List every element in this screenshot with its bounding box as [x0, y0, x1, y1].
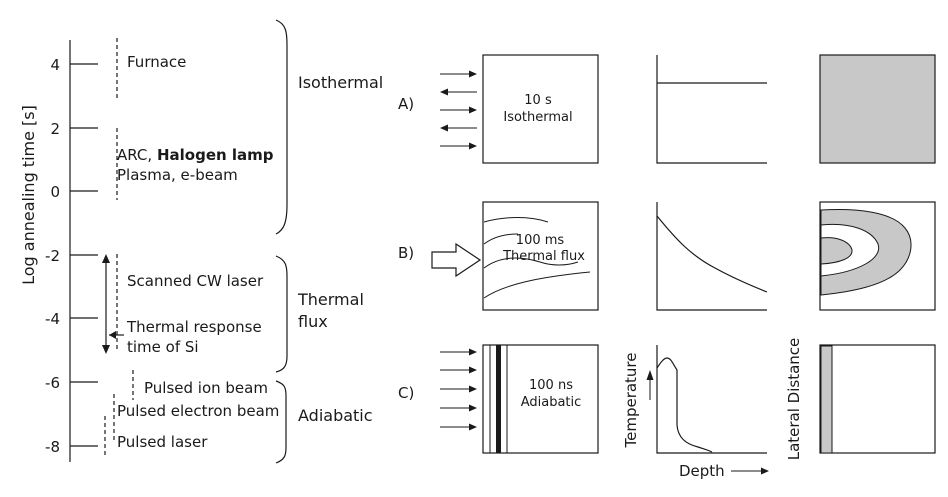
- arrow-head-up: [102, 254, 110, 263]
- pointer-head: [109, 331, 116, 339]
- row-b-heated-contours: [820, 209, 912, 296]
- lateral-axis-label: Lateral Distance: [785, 338, 803, 461]
- adiabatic-label: Adiabatic: [298, 406, 373, 425]
- arrow-head: [469, 366, 477, 374]
- row-a-temperature-profile: [656, 55, 767, 164]
- isothermal-label: Isothermal: [298, 73, 383, 92]
- arrow-head: [469, 404, 477, 412]
- profile-axes: [656, 202, 767, 311]
- isothermal-brace: [275, 19, 288, 235]
- depth-axis-label: Depth: [679, 462, 725, 480]
- row-a-mode: Isothermal: [503, 110, 572, 125]
- arc-label: ARC,: [117, 146, 157, 164]
- row-b-time: 100 ms: [516, 233, 565, 248]
- row-a-letter: A): [398, 95, 414, 113]
- isotherm: [483, 217, 549, 223]
- row-b-mode: Thermal flux: [502, 249, 585, 264]
- arrow-head: [440, 88, 448, 96]
- arrow-head: [469, 385, 477, 393]
- arrow-head: [469, 348, 477, 356]
- thermal-flux-brace: [275, 255, 288, 373]
- arrow-head: [440, 124, 448, 132]
- profile-curve: [656, 357, 713, 453]
- row-c-letter: C): [398, 384, 414, 402]
- row-c-lateral-box: [819, 344, 936, 454]
- arrow-head: [469, 106, 477, 114]
- tick-label: -6: [45, 374, 60, 392]
- isotherm: [483, 233, 519, 245]
- row-c-time: 100 ns: [529, 378, 573, 393]
- isotherm: [483, 271, 591, 299]
- row-b-lateral-box: [819, 201, 936, 311]
- furnace-label: Furnace: [127, 53, 186, 71]
- arrow-head-down: [102, 345, 110, 354]
- row-a-heated-region: [819, 54, 936, 164]
- arrow-head: [469, 423, 477, 431]
- row-c-sample-box: [482, 344, 599, 454]
- arrow-head: [469, 70, 477, 78]
- method-labels: Furnace ARC, Halogen lamp Plasma, e-beam…: [117, 53, 279, 451]
- method-ranges: [102, 38, 134, 455]
- cw-laser-label: Scanned CW laser: [127, 272, 264, 290]
- row-b-isotherms: [483, 217, 591, 299]
- arrow-head: [761, 467, 769, 475]
- temperature-axis-label: Temperature: [622, 352, 640, 448]
- arrow-head: [469, 142, 477, 150]
- arc-halogen-label: ARC, Halogen lamp: [117, 146, 274, 164]
- row-c: C) 100 ns Adiabatic Temperature Depth: [398, 338, 936, 480]
- tick-label: 0: [50, 183, 60, 201]
- tick-label: -4: [45, 310, 60, 328]
- ion-beam-label: Pulsed ion beam: [144, 379, 268, 397]
- row-b-temperature-profile: [656, 202, 768, 311]
- regime-braces: Isothermal Thermal flux Adiabatic: [275, 19, 383, 464]
- profile-axes: [656, 345, 767, 454]
- tick-label: 2: [50, 120, 60, 138]
- tick-label: 4: [50, 56, 60, 74]
- electron-beam-label: Pulsed electron beam: [117, 402, 279, 420]
- tick-label: -8: [45, 438, 60, 456]
- pulsed-laser-label: Pulsed laser: [117, 433, 208, 451]
- profile-axes: [656, 55, 767, 164]
- row-b-sample-box: [482, 201, 599, 311]
- plasma-label: Plasma, e-beam: [117, 166, 238, 184]
- halogen-label: Halogen lamp: [157, 146, 274, 164]
- row-a-arrows: [440, 70, 477, 150]
- isotherm: [483, 257, 579, 269]
- tick-label: -2: [45, 247, 60, 265]
- arrow-head: [646, 370, 654, 380]
- melted-surface-strip: [820, 345, 833, 454]
- row-a: A) 10 s Isothermal: [398, 54, 936, 164]
- row-a-sample-box: [482, 54, 599, 164]
- row-c-arrows: [440, 348, 477, 431]
- row-a-time: 10 s: [524, 93, 552, 108]
- row-b-flux-arrow: [431, 242, 482, 278]
- row-c-temperature-profile: Temperature Depth: [622, 345, 769, 480]
- response-label-line2: time of Si: [127, 338, 199, 356]
- melted-layer: [496, 345, 501, 453]
- row-b: B) 100 ms Thermal flux: [398, 201, 936, 311]
- time-axis: Log annealing time [s] 4 2 0 -2 -4 -6 -8: [19, 40, 98, 462]
- response-label-line1: Thermal response: [126, 318, 262, 336]
- time-axis-label: Log annealing time [s]: [19, 105, 38, 285]
- row-b-letter: B): [398, 244, 414, 262]
- thermal-flux-label-line2: flux: [298, 312, 328, 331]
- thermal-flux-label-line1: Thermal: [297, 290, 364, 309]
- row-c-mode: Adiabatic: [521, 395, 582, 410]
- adiabatic-brace: [275, 380, 287, 464]
- profile-curve: [656, 215, 768, 293]
- heated-contour: [820, 237, 853, 265]
